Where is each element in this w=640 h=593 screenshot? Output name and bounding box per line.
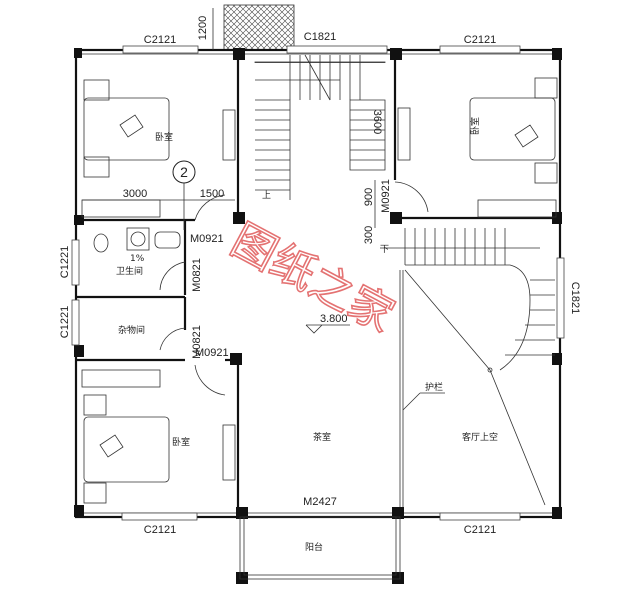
door-label: M0921 bbox=[190, 233, 224, 245]
windows bbox=[71, 45, 565, 521]
door-label: M0921 bbox=[195, 347, 229, 359]
door-labels: M0921 M0821 M0821 M0921 M0921 M2427 bbox=[190, 179, 392, 508]
window-label: C2121 bbox=[464, 34, 496, 46]
dimension-label: 900 bbox=[363, 188, 375, 206]
dimension-label: 1500 bbox=[200, 188, 224, 200]
dimension-label: 300 bbox=[363, 226, 375, 244]
window-label: C1221 bbox=[59, 306, 71, 338]
window-labels: C2121 C1821 C2121 C2121 C2121 C1221 C122… bbox=[59, 31, 581, 536]
door-label: M0921 bbox=[380, 179, 392, 213]
door-label: M0821 bbox=[191, 325, 203, 359]
dimension-label: 3600 bbox=[371, 110, 383, 134]
room-label-tea-room: 茶室 bbox=[313, 431, 331, 443]
room-label-bedroom: 卧室 bbox=[155, 131, 173, 143]
window-label: C2121 bbox=[144, 34, 176, 46]
window-label: C1821 bbox=[569, 282, 581, 314]
axis-marker: 2 bbox=[82, 160, 235, 230]
axis-marker-label: 2 bbox=[180, 164, 188, 180]
railing-label: 护栏 bbox=[425, 381, 443, 393]
stairs-lower bbox=[380, 228, 555, 506]
stair-down-label: 下 bbox=[380, 245, 389, 255]
stairs-upper bbox=[254, 54, 386, 200]
bed-top-right bbox=[469, 77, 558, 184]
dimension-label: 3000 bbox=[123, 188, 147, 200]
bed-bottom-left bbox=[83, 394, 170, 504]
slope-label: 1% bbox=[130, 254, 145, 264]
top-canopy bbox=[223, 4, 295, 51]
room-label-bedroom: 卧室 bbox=[469, 117, 481, 135]
room-label-bedroom: 卧室 bbox=[172, 436, 190, 448]
bathroom-fixtures bbox=[93, 227, 181, 253]
window-label: C1821 bbox=[304, 31, 336, 43]
door-label: M2427 bbox=[303, 496, 337, 508]
elevation-mark: 3.800 bbox=[305, 313, 350, 334]
window-label: C2121 bbox=[464, 524, 496, 536]
elevation-label: 3.800 bbox=[320, 313, 348, 325]
door-label: M0821 bbox=[191, 258, 203, 292]
dimension-labels: 1200 3000 1500 3600 900 300 bbox=[123, 8, 383, 244]
watermark: 图纸之家 bbox=[223, 215, 402, 343]
window-label: C1221 bbox=[59, 246, 71, 278]
room-label-living-void: 客厅上空 bbox=[462, 431, 498, 443]
bed-top-left bbox=[83, 79, 170, 178]
stair-up-label: 上 bbox=[262, 190, 271, 201]
room-label-storage: 杂物间 bbox=[118, 324, 145, 336]
window-label: C2121 bbox=[144, 524, 176, 536]
balcony bbox=[239, 516, 401, 580]
dimension-label: 1200 bbox=[197, 16, 209, 40]
room-label-bathroom: 卫生间 bbox=[116, 265, 143, 277]
room-labels: 卧室 卧室 卧室 卫生间 1% 杂物间 茶室 客厅上空 护栏 阳台 上 下 bbox=[116, 117, 498, 553]
room-label-balcony: 阳台 bbox=[305, 541, 323, 553]
columns bbox=[74, 48, 562, 584]
door-swings bbox=[159, 181, 429, 396]
